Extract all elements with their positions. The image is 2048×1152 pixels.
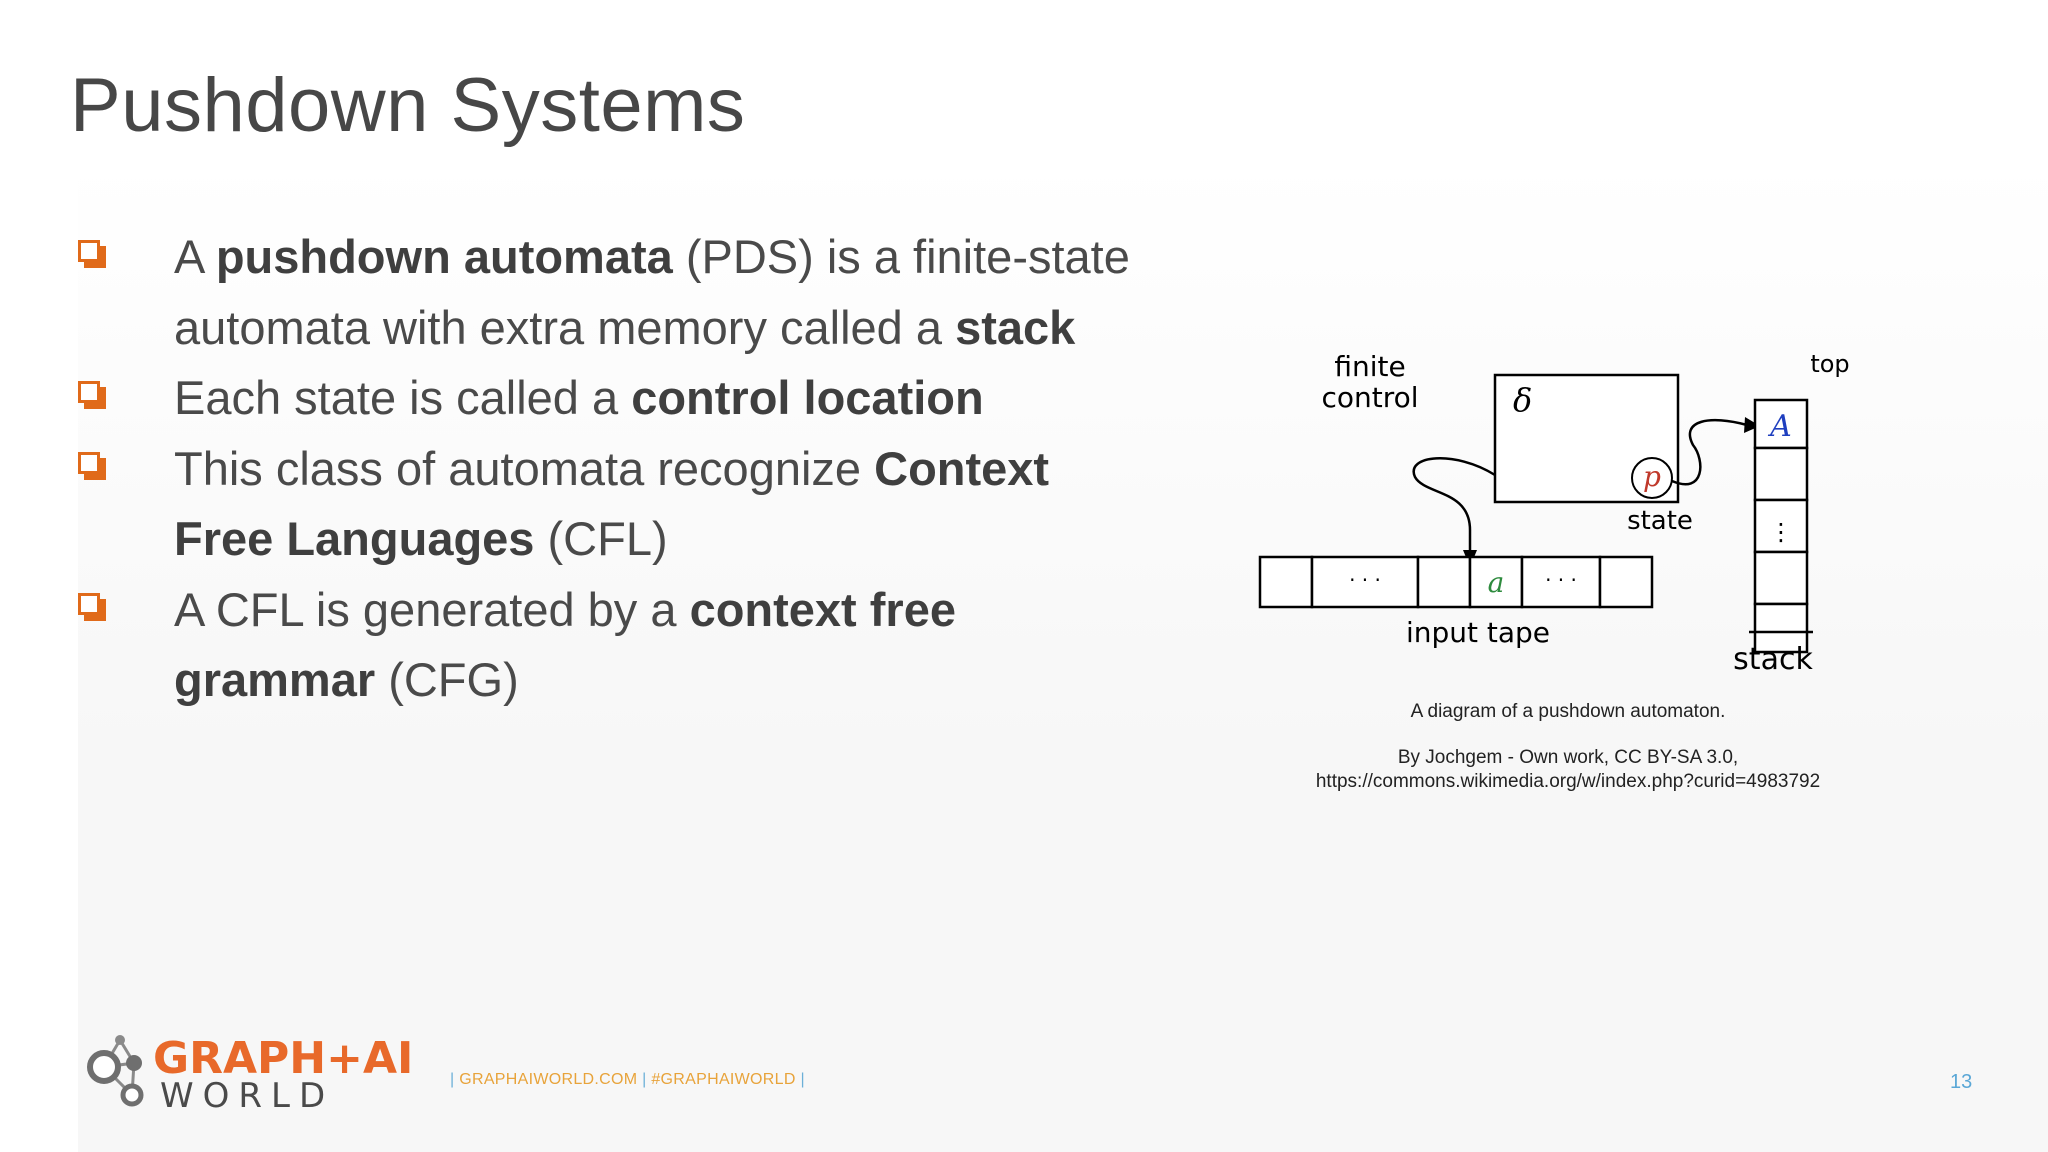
footer-separator: |: [642, 1071, 647, 1088]
checkbox-bullet-icon: [78, 240, 106, 268]
bullet-text: Each state is called a: [174, 371, 632, 424]
website-link[interactable]: GRAPHAIWORLD.COM: [459, 1071, 638, 1088]
tape-cell: [1310, 555, 1420, 609]
bullet-bold-text: control location: [631, 371, 984, 424]
tape-cell-current: [1468, 555, 1524, 609]
stack-top-symbol: A: [1767, 409, 1792, 444]
bullet-bold-text: pushdown automata: [215, 230, 673, 283]
logo-graph-ai-text: GRAPH+AI: [153, 1033, 413, 1084]
stack-label: stack: [1733, 642, 1813, 677]
top-label: top: [1810, 350, 1849, 378]
bullet-text: (CFG): [375, 653, 519, 706]
stack-cell: [1753, 446, 1809, 502]
diagram-caption: A diagram of a pushdown automaton.: [1410, 701, 1726, 722]
state-to-stack-arrow: [1671, 418, 1748, 486]
attribution-url: https://commons.wikimedia.org/w/index.ph…: [1315, 771, 1821, 792]
footer-separator: |: [800, 1071, 805, 1088]
bullet-text: (PDS) is a finite-state automata with ex…: [174, 230, 1130, 354]
background-shade: [78, 160, 2048, 1152]
pushdown-automaton-diagram: finite control δ p state · · · a · · · i…: [1258, 350, 1850, 677]
bullet-text: A CFL is generated by a: [174, 582, 690, 636]
bullet-bold-text: stack: [955, 300, 1076, 354]
page-title: Pushdown Systems: [70, 63, 746, 148]
checkbox-bullet-icon: [78, 381, 106, 409]
state-symbol: p: [1643, 460, 1661, 493]
bullet-bold-text: context free grammar: [174, 582, 956, 707]
logo-world-text: WORLD: [160, 1076, 334, 1115]
stack-cell-bottom: [1753, 602, 1809, 654]
stack-cell: [1753, 550, 1809, 606]
state-to-stack-arrowhead: [1744, 417, 1760, 433]
bullet-item: Each state is called a control location: [70, 363, 1160, 434]
bullet-bold-text: Context Free Languages: [174, 441, 1050, 566]
tape-ellipsis-right: · · ·: [1545, 568, 1577, 592]
graph-ai-world-logo: GRAPH+AI WORLD: [87, 1033, 413, 1115]
bullet-item: This class of automata recognize Context…: [70, 434, 1160, 575]
footer-links: | GRAPHAIWORLD.COM | #GRAPHAIWORLD |: [450, 1071, 805, 1089]
footer-separator: |: [450, 1071, 455, 1088]
delta-symbol: δ: [1513, 381, 1532, 419]
molecule-icon: [87, 1035, 144, 1107]
bullet-text: A: [174, 230, 216, 283]
hashtag-link[interactable]: #GRAPHAIWORLD: [651, 1071, 796, 1088]
bullet-item: A pushdown automata (PDS) is a finite-st…: [70, 222, 1160, 363]
tape-cell: [1598, 555, 1654, 609]
stack-cell: [1753, 498, 1809, 554]
tape-cell: [1258, 555, 1314, 609]
bullet-text: This class of automata recognize: [174, 441, 875, 495]
tape-cell: [1416, 555, 1472, 609]
state-label: state: [1627, 506, 1693, 536]
tape-symbol: a: [1488, 566, 1505, 599]
control-to-tape-arrow: [1412, 457, 1496, 552]
attribution-line: By Jochgem - Own work, CC BY-SA 3.0,: [1397, 747, 1739, 768]
finite-label: finite: [1334, 350, 1405, 383]
page-number: 13: [1950, 1071, 1973, 1093]
bullet-list: A pushdown automata (PDS) is a finite-st…: [70, 222, 1160, 716]
control-label: control: [1321, 381, 1418, 414]
bullet-text: (CFL): [534, 512, 668, 565]
checkbox-bullet-icon: [78, 592, 106, 621]
tape-cell: [1520, 555, 1602, 609]
tape-ellipsis-left: · · ·: [1349, 568, 1381, 592]
stack-dots: ⋮: [1769, 518, 1793, 546]
checkbox-bullet-icon: [78, 451, 106, 480]
bullet-item: A CFL is generated by a context free gra…: [70, 575, 1160, 716]
input-tape-label: input tape: [1406, 616, 1550, 649]
state-circle: [1631, 457, 1673, 499]
